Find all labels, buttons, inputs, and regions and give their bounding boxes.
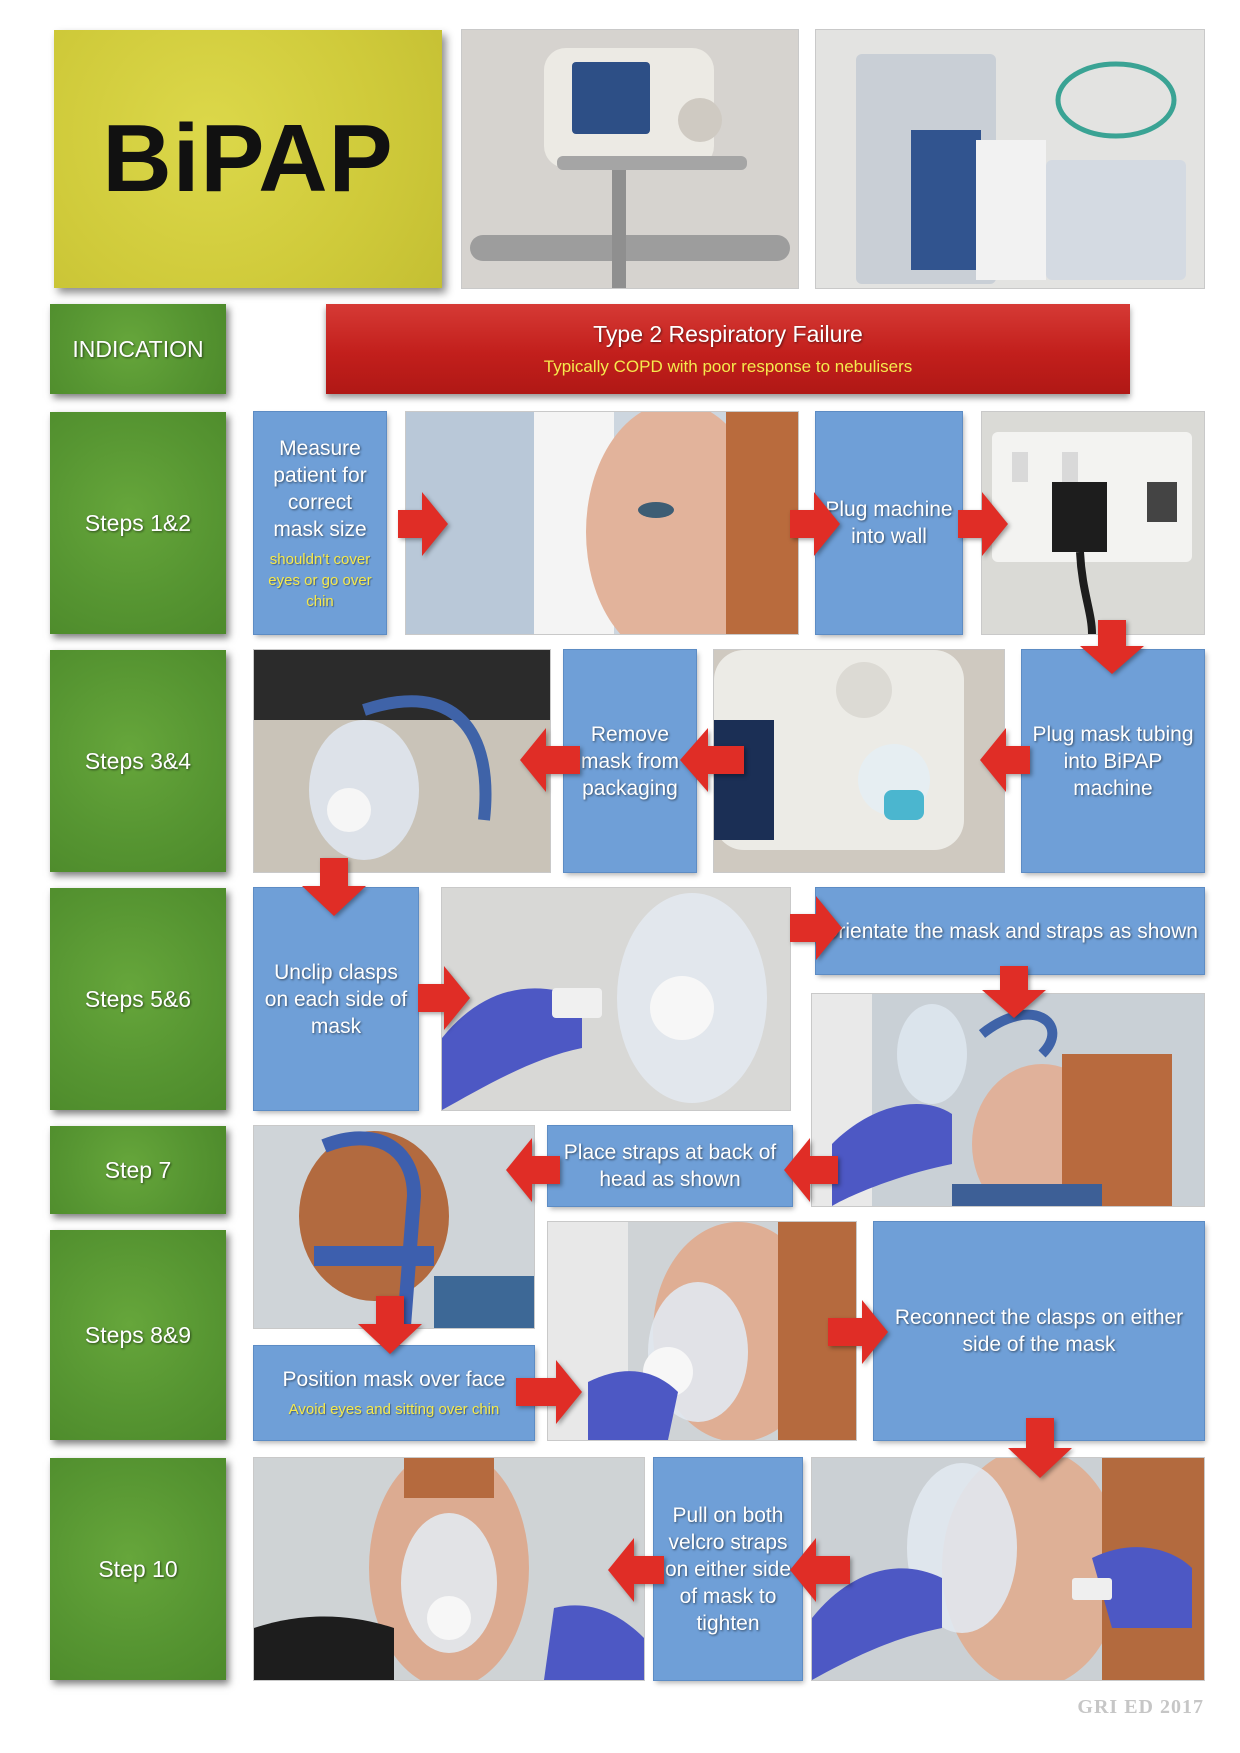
arrow-right-icon xyxy=(790,492,840,556)
step-label-7: Step 7 xyxy=(50,1126,226,1214)
step-label-8-9: Steps 8&9 xyxy=(50,1230,226,1440)
instruction-text: Remove mask from packaging xyxy=(580,722,679,800)
arrow-down-icon xyxy=(1080,620,1144,674)
arrow-left-icon xyxy=(506,1138,560,1202)
step-label-text: Step 10 xyxy=(98,1555,178,1582)
instruction-unclip: Unclip clasps on each side of mask xyxy=(254,888,418,1110)
indication-label-text: INDICATION xyxy=(72,335,204,362)
instruction-text: Place straps at back of head as shown xyxy=(563,1141,777,1191)
step-label-text: Steps 1&2 xyxy=(84,509,192,536)
arrow-right-icon xyxy=(790,896,842,960)
mask-fitted-photo xyxy=(254,1458,644,1680)
indication-subtitle: Typically COPD with poor response to neb… xyxy=(543,357,913,376)
arrow-left-icon xyxy=(608,1538,664,1602)
step-label-text: Steps 8&9 xyxy=(84,1321,192,1348)
instruction-text: Orientate the mask and straps as shown xyxy=(822,919,1198,943)
arrow-right-icon xyxy=(516,1360,582,1424)
straps-behind-head-photo xyxy=(254,1126,534,1328)
arrow-left-icon xyxy=(790,1538,850,1602)
arrow-down-icon xyxy=(302,858,366,916)
instruction-text: Plug machine into wall xyxy=(825,498,953,548)
instruction-remove-mask: Remove mask from packaging xyxy=(564,650,696,872)
machine-port-photo xyxy=(714,650,1004,872)
orientate-mask-photo xyxy=(812,994,1204,1206)
arrow-right-icon xyxy=(398,492,448,556)
arrow-left-icon xyxy=(680,728,744,792)
arrow-right-icon xyxy=(828,1300,888,1364)
step-label-text: Step 7 xyxy=(104,1156,172,1183)
arrow-right-icon xyxy=(418,966,470,1030)
arrow-left-icon xyxy=(784,1138,838,1202)
step-label-10: Step 10 xyxy=(50,1458,226,1680)
instruction-plug-wall: Plug machine into wall xyxy=(816,412,962,634)
instruction-note: shouldn't cover eyes or go over chin xyxy=(268,550,372,610)
arrow-right-icon xyxy=(958,492,1008,556)
arrow-down-icon xyxy=(358,1296,422,1354)
instruction-note: Avoid eyes and sitting over chin xyxy=(288,1401,500,1418)
step-label-5-6: Steps 5&6 xyxy=(50,888,226,1110)
step-label-text: Steps 5&6 xyxy=(84,985,192,1012)
instruction-measure: Measure patient for correct mask size sh… xyxy=(254,412,386,634)
unclip-clasps-photo xyxy=(442,888,790,1110)
indication-title: Type 2 Respiratory Failure xyxy=(593,321,863,347)
indication-label: INDICATION xyxy=(50,304,226,394)
mask-unpacked-photo xyxy=(254,650,550,872)
page-title: BiPAP xyxy=(102,105,394,212)
step-label-text: Steps 3&4 xyxy=(84,747,192,774)
bipap-machine-photo xyxy=(462,30,798,288)
instruction-text: Measure patient for correct mask size xyxy=(273,436,367,541)
instruction-position-mask: Position mask over face Avoid eyes and s… xyxy=(254,1346,534,1440)
instruction-text: Unclip clasps on each side of mask xyxy=(264,960,408,1038)
arrow-down-icon xyxy=(1008,1418,1072,1478)
position-mask-photo xyxy=(548,1222,856,1440)
instruction-place-straps: Place straps at back of head as shown xyxy=(548,1126,792,1206)
title-panel: BiPAP xyxy=(54,30,442,288)
instruction-text: Pull on both velcro straps on either sid… xyxy=(664,1503,792,1635)
arrow-left-icon xyxy=(520,728,580,792)
instruction-orientate: Orientate the mask and straps as shown xyxy=(816,888,1204,974)
instruction-text: Position mask over face xyxy=(282,1368,506,1391)
instruction-text: Plug mask tubing into BiPAP machine xyxy=(1032,722,1194,800)
instruction-reconnect: Reconnect the clasps on either side of t… xyxy=(874,1222,1204,1440)
footer-credit: GRI ED 2017 xyxy=(1077,1696,1204,1718)
instruction-text: Reconnect the clasps on either side of t… xyxy=(894,1306,1184,1356)
instruction-pull-straps: Pull on both velcro straps on either sid… xyxy=(654,1458,802,1680)
instruction-plug-tubing: Plug mask tubing into BiPAP machine xyxy=(1022,650,1204,872)
indication-banner: Type 2 Respiratory Failure Typically COP… xyxy=(326,304,1130,394)
bipap-kit-photo xyxy=(816,30,1204,288)
measure-mask-photo xyxy=(406,412,798,634)
step-label-3-4: Steps 3&4 xyxy=(50,650,226,872)
step-label-1-2: Steps 1&2 xyxy=(50,412,226,634)
arrow-down-icon xyxy=(982,966,1046,1018)
wall-socket-photo xyxy=(982,412,1204,634)
arrow-left-icon xyxy=(980,728,1030,792)
tighten-straps-photo xyxy=(812,1458,1204,1680)
